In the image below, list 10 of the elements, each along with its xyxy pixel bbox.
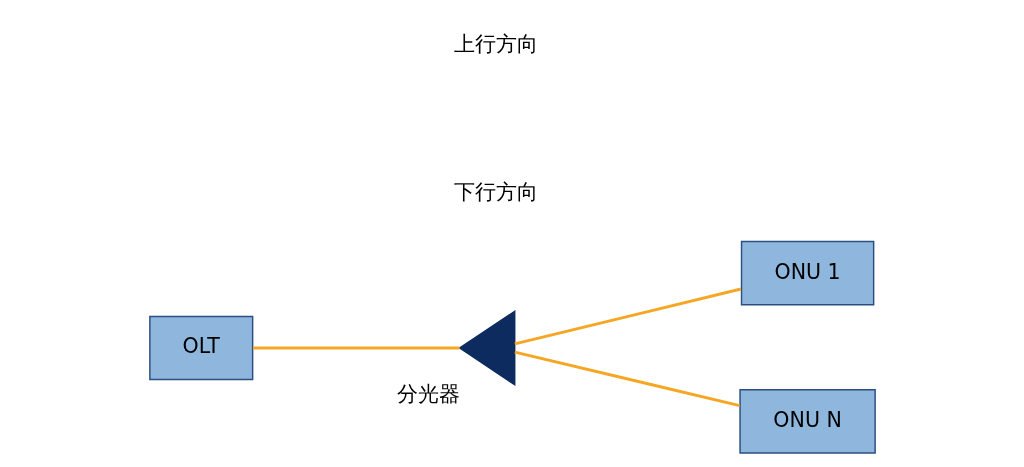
node-label: 分光器 <box>396 382 460 407</box>
connector <box>514 350 740 407</box>
label: 上行方向 <box>453 32 538 57</box>
label: 下行方向 <box>453 180 538 205</box>
node-box: ONU N <box>738 389 876 454</box>
node-triangle <box>457 309 515 387</box>
connector <box>514 287 741 346</box>
node-box: ONU 1 <box>740 240 874 306</box>
node-box: OLT <box>148 315 253 381</box>
connector <box>252 346 460 350</box>
